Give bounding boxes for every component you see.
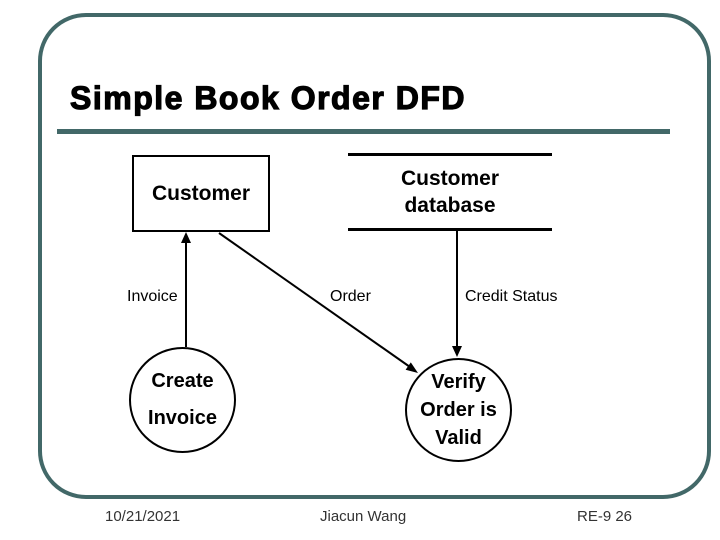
footer-slide-ref: RE-9 26	[577, 508, 633, 525]
datastore-customer-database: Customer database	[348, 156, 552, 228]
process-verify-line3: Valid	[435, 427, 482, 449]
process-verify-order: Verify Order is Valid	[405, 358, 512, 462]
datastore-label-line1: Customer	[400, 167, 500, 190]
process-create-invoice-line2: Invoice	[148, 407, 217, 429]
process-create-invoice-line1: Create	[151, 370, 214, 392]
slide-border-frame	[38, 13, 711, 499]
flow-label-invoice: Invoice	[127, 288, 178, 305]
datastore-label-line2: database	[404, 194, 496, 217]
footer-date: 10/21/2021	[105, 508, 181, 525]
flow-label-order: Order	[330, 288, 371, 305]
title-underline	[57, 129, 670, 134]
process-verify-line1: Verify	[431, 371, 486, 393]
datastore-top-line	[348, 153, 552, 156]
footer-author: Jiacun Wang	[320, 508, 407, 525]
entity-customer-box: Customer	[132, 155, 270, 232]
entity-customer-label: Customer	[151, 181, 251, 205]
slide-title: Simple Book Order DFD	[69, 79, 466, 116]
process-verify-line2: Order is	[420, 399, 497, 421]
flow-label-credit-status: Credit Status	[465, 288, 558, 305]
process-create-invoice: Create Invoice	[129, 347, 236, 453]
datastore-bottom-line	[348, 228, 552, 231]
